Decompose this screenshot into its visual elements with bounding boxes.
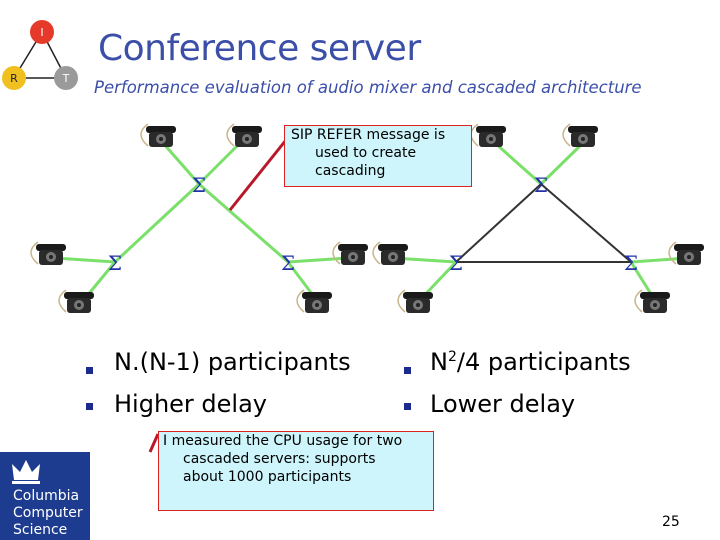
- bullet-marker: [86, 403, 93, 410]
- right-bullet-1-n: N: [430, 348, 448, 376]
- logo-line: Columbia: [13, 488, 80, 504]
- callout-line: about 1000 participants: [183, 469, 352, 485]
- logo-line: Science: [13, 522, 68, 538]
- sip-refer-callout: SIP REFER message is used to create casc…: [284, 125, 472, 187]
- cpu-usage-callout: I measured the CPU usage for two cascade…: [158, 431, 434, 511]
- mixer-sigma: Σ: [192, 173, 206, 197]
- phone-icon: [397, 289, 434, 314]
- callout-line: I measured the CPU usage for two: [163, 433, 403, 449]
- irt-logo-icon: I R T: [2, 20, 78, 90]
- callout-line: cascaded servers: supports: [183, 451, 376, 467]
- mixer-sigma: Σ: [624, 251, 638, 275]
- phone-icon: [332, 241, 369, 266]
- cascade-diagram: Σ Σ Σ Σ Σ Σ: [30, 123, 705, 314]
- irt-node-t: T: [62, 72, 70, 85]
- logo-line: Computer: [13, 505, 83, 521]
- page-title: Conference server: [98, 28, 421, 69]
- columbia-logo: Columbia Computer Science: [0, 452, 90, 540]
- left-bullet-2: Higher delay: [114, 390, 267, 418]
- irt-node-i: I: [40, 26, 43, 39]
- mixer-sigma: Σ: [449, 251, 463, 275]
- bullet-marker: [86, 367, 93, 374]
- phone-icon: [562, 123, 599, 148]
- left-bullet-1: N.(N-1) participants: [114, 348, 351, 376]
- mixer-sigma: Σ: [281, 251, 295, 275]
- callout-pointer: [148, 433, 160, 453]
- mixer-sigma: Σ: [108, 251, 122, 275]
- bullet-marker: [404, 403, 411, 410]
- bullet-marker: [404, 367, 411, 374]
- phone-icon: [634, 289, 671, 314]
- phone-icon: [226, 123, 263, 148]
- right-bullet-1: N2/4 participants: [430, 348, 631, 376]
- callout-line: used to create: [315, 145, 417, 161]
- right-bullet-1-rest: /4 participants: [456, 348, 631, 376]
- phone-icon: [372, 241, 409, 266]
- phone-icon: [296, 289, 333, 314]
- callout-line: cascading: [315, 163, 386, 179]
- right-bullet-1-exp: 2: [447, 349, 457, 365]
- page-subtitle: Performance evaluation of audio mixer an…: [94, 78, 642, 97]
- phone-icon: [58, 289, 95, 314]
- phone-icon: [470, 123, 507, 148]
- crown-icon: [12, 460, 40, 484]
- irt-node-r: R: [10, 72, 18, 85]
- phone-icon: [140, 123, 177, 148]
- phone-icon: [668, 241, 705, 266]
- callout-line: SIP REFER message is: [291, 127, 446, 143]
- phone-icon: [30, 241, 67, 266]
- right-bullet-2: Lower delay: [430, 390, 576, 418]
- mixer-sigma: Σ: [534, 173, 548, 197]
- page-number: 25: [662, 514, 680, 530]
